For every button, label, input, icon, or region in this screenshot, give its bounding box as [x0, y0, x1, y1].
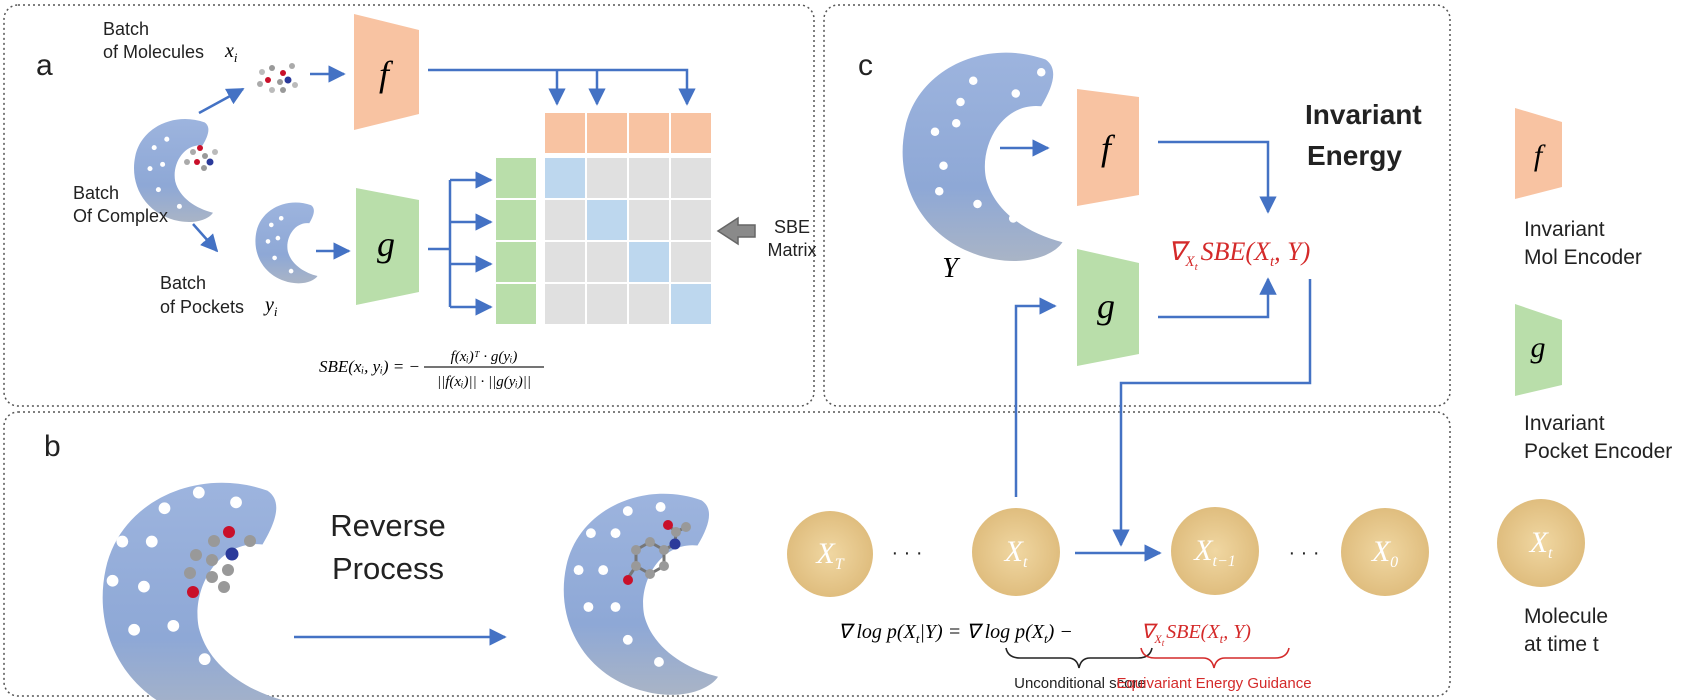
arrow-complex-to-molecules — [198, 87, 245, 115]
pocket-y-icon — [902, 52, 1063, 261]
g-output-arrows — [428, 171, 493, 316]
svg-text:XT: XT — [815, 537, 844, 573]
encoder-g-block: g — [356, 188, 419, 305]
panel-c-encoder-g: g — [1077, 249, 1139, 366]
pocket-batch-icon — [255, 202, 318, 284]
molecule-batch-icon — [257, 63, 298, 93]
svg-text:Xt: Xt — [1004, 535, 1028, 571]
legend-molecule-label-2: at time t — [1524, 633, 1599, 656]
panel-a-frame — [3, 4, 815, 407]
unconditional-score-label: Unconditional score — [1014, 675, 1146, 692]
chain-node-xt-minus-1: Xt−1 — [1171, 507, 1259, 595]
svg-text:Xt−1: Xt−1 — [1193, 534, 1236, 570]
formed-molecule — [623, 520, 691, 585]
panel-c-frame — [823, 4, 1451, 407]
var-y: yi — [263, 294, 278, 319]
batch-pockets-label-1: Batch — [160, 273, 206, 293]
batch-pockets-label-2: of Pockets — [160, 297, 244, 317]
chain-ellipsis-right: · · · — [1288, 542, 1319, 564]
panel-b-frame — [3, 411, 1451, 697]
brace-unconditional — [1005, 647, 1153, 669]
final-state-pocket — [563, 493, 718, 695]
pocket-y-label: Y — [942, 253, 961, 284]
energy-gradient-expr: ∇XtSBE(Xt, Y) — [1168, 237, 1310, 273]
reverse-process-label-1: Reverse — [330, 508, 445, 543]
panel-a-letter: a — [36, 49, 53, 82]
legend-pocket-encoder-label-2: Pocket Encoder — [1524, 440, 1672, 463]
var-x: xi — [224, 40, 238, 65]
batch-molecules-label-2: of Molecules — [103, 42, 204, 62]
initial-state-pocket — [102, 482, 288, 700]
sbe-matrix-label-1: SBE — [774, 217, 810, 237]
f-embedding-row — [545, 113, 711, 153]
chain-node-xt: Xt — [972, 508, 1060, 596]
sbe-matrix-grid — [545, 158, 711, 324]
sbe-formula: SBE(xᵢ, yᵢ) = − f(xᵢ)ᵀ · g(yᵢ) ||f(xᵢ)||… — [319, 349, 544, 390]
chain-node-x0: X0 — [1341, 508, 1429, 596]
batch-complex-label-2: Of Complex — [73, 206, 168, 226]
svg-text:X0: X0 — [1371, 535, 1398, 571]
chain-ellipsis-left: · · · — [891, 542, 922, 564]
sbe-matrix-label-2: Matrix — [768, 240, 817, 260]
legend-g-symbol: g — [1531, 331, 1546, 364]
batch-complex-label-1: Batch — [73, 183, 119, 203]
batch-molecules-label-1: Batch — [103, 19, 149, 39]
panel-c-encoder-f: f — [1077, 89, 1139, 206]
panel-c-encoder-g-symbol: g — [1097, 286, 1115, 326]
invariant-energy-title-2: Energy — [1307, 140, 1402, 171]
legend-pocket-encoder: g Invariant Pocket Encoder — [1515, 304, 1672, 463]
legend-mol-encoder-label-1: Invariant — [1524, 218, 1605, 241]
scattered-atoms — [184, 526, 256, 598]
panel-c-arrows — [1014, 140, 1312, 547]
complex-pocket-icon — [133, 119, 213, 222]
arrow-complex-to-pockets — [192, 223, 219, 253]
legend-molecule: Xt Molecule at time t — [1497, 499, 1608, 656]
g-embedding-column — [496, 158, 536, 324]
sbe-matrix-pointer-icon — [716, 216, 756, 246]
invariant-energy-title-1: Invariant — [1305, 99, 1422, 130]
legend-mol-encoder-label-2: Mol Encoder — [1524, 246, 1642, 269]
legend-molecule-label-1: Molecule — [1524, 605, 1608, 628]
reverse-process-label-2: Process — [332, 551, 444, 586]
f-output-arrows — [428, 68, 696, 106]
sbe-formula-denominator: ||f(xᵢ)|| · ||g(yᵢ)|| — [437, 374, 531, 390]
encoder-g-symbol: g — [377, 224, 395, 264]
panel-b-letter: b — [44, 430, 61, 463]
guidance-equation-lhs: ∇ log p(Xt|Y) = ∇ log p(Xt) − — [838, 621, 1073, 646]
legend-pocket-encoder-label-1: Invariant — [1524, 412, 1605, 435]
equivariant-guidance-label: Equivariant Energy Guidance — [1116, 675, 1311, 692]
sbe-formula-numerator: f(xᵢ)ᵀ · g(yᵢ) — [451, 349, 518, 365]
panel-c-letter: c — [858, 49, 873, 82]
legend-mol-encoder: f Invariant Mol Encoder — [1515, 108, 1642, 269]
legend-molecule-symbol: Xt — [1529, 526, 1553, 562]
brace-guidance — [1140, 647, 1290, 669]
sbe-formula-lhs: SBE(xᵢ, yᵢ) = − — [319, 357, 420, 376]
encoder-f-block: f — [354, 14, 419, 130]
chain-node-xT: XT — [787, 511, 873, 597]
complex-ligand-icon — [184, 145, 218, 171]
